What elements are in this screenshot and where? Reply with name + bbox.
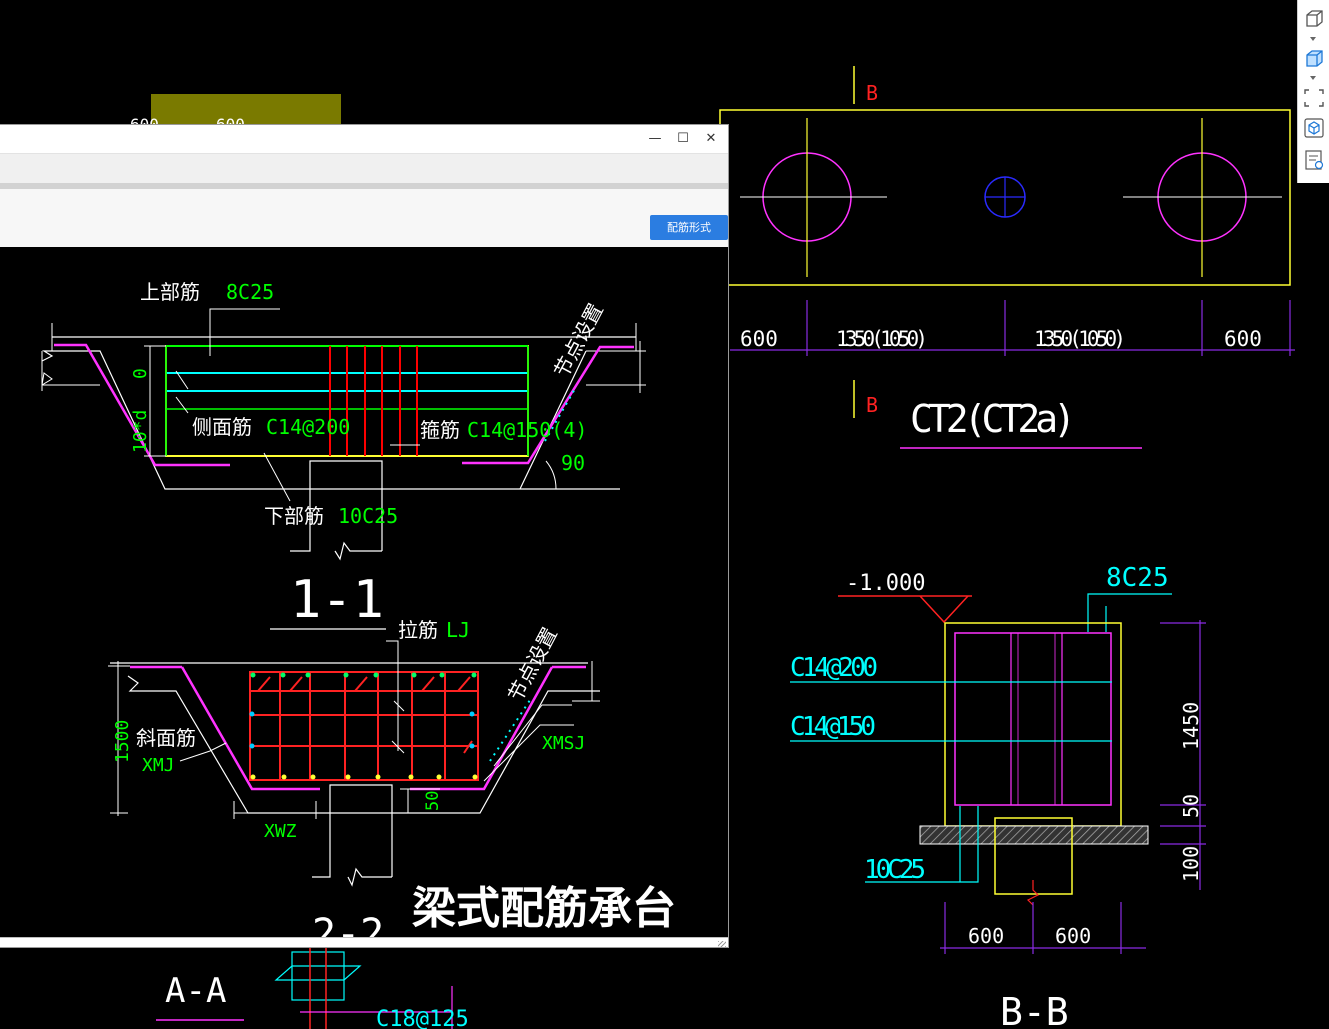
bb-title: B-B (1000, 990, 1069, 1029)
s11-angle: 90 (561, 451, 585, 475)
s22-tie-value: LJ (446, 618, 470, 642)
close-button[interactable]: ✕ (705, 131, 717, 146)
aa-title: A-A (165, 971, 226, 1011)
s11-top-bar-value: 8C25 (226, 280, 274, 304)
s11-bottom-bar-label: 下部筋 (264, 504, 324, 528)
3d-box-icon[interactable] (1302, 117, 1326, 139)
s22-xwz: XWZ (264, 821, 297, 842)
plan-b-mark-bottom: B (866, 393, 878, 417)
dialog-large-title: 梁式配筋承台 (412, 883, 676, 934)
s11-dim-10d: 10*d (130, 410, 151, 453)
cube-alt-dropdown-icon[interactable] (1310, 76, 1316, 80)
s11-side-bar-label: 侧面筋 (192, 415, 252, 439)
view-toolbar (1297, 0, 1329, 183)
s22-dim-50: 50 (423, 791, 443, 811)
plan-dim-3: 1350(1050) (1034, 327, 1126, 351)
bb-bottom-dim-2: 600 (1055, 924, 1091, 948)
s11-stirrup-label: 箍筋 (420, 418, 460, 442)
bb-bottom-bar: 10C25 (864, 855, 926, 885)
plan-dim-1: 600 (740, 327, 778, 351)
bb-elevation: -1.000 (846, 571, 925, 596)
cube-view-dropdown-icon[interactable] (1310, 37, 1316, 41)
fullscreen-icon[interactable] (1302, 87, 1326, 109)
bb-dim-100: 100 (1179, 846, 1203, 882)
s11-side-bar-value: C14@200 (266, 415, 350, 439)
section-bb: -1.000 8C25 C14@200 C14@150 10C25 1450 5… (790, 563, 1206, 1029)
bb-stirrup: C14@150 (790, 712, 876, 742)
cube-view-icon[interactable] (1302, 8, 1326, 30)
s22-section-label: 2-2 (312, 911, 384, 937)
bb-bottom-dim-1: 600 (968, 924, 1004, 948)
report-icon[interactable] (1302, 149, 1326, 171)
s22-slope-label: 斜面筋 (136, 726, 196, 750)
s11-top-bar-label: 上部筋 (140, 280, 200, 304)
bb-dim-50: 50 (1179, 794, 1203, 818)
s11-bottom-bar-value: 10C25 (338, 504, 398, 528)
minimize-button[interactable]: — (648, 131, 662, 146)
dialog-option-area (0, 189, 728, 247)
bb-dim-1450: 1450 (1179, 702, 1203, 750)
olive-highlight-block (151, 94, 341, 126)
s11-section-label: 1-1 (290, 570, 384, 630)
rebar-pattern-dialog: — ☐ ✕ 配筋形式 (0, 124, 729, 948)
plan-title: CT2(CT2a) (910, 397, 1076, 441)
plan-b-mark-top: B (866, 81, 878, 105)
bb-side-bar: C14@200 (790, 653, 878, 683)
cube-view-alt-icon[interactable] (1302, 48, 1326, 70)
dialog-drawing-canvas: 上部筋 8C25 侧面筋 C14@200 箍筋 C14@150(4) 下部筋 1… (41, 280, 676, 937)
rebar-form-button[interactable]: 配筋形式 (650, 215, 728, 240)
maximize-button[interactable]: ☐ (677, 131, 689, 146)
s22-tie-label: 拉筋 (398, 618, 438, 642)
s11-node-setting: 节点设置 (549, 299, 608, 381)
s22-xmsj: XMSJ (542, 733, 585, 754)
plan-dim-2: 1350(1050) (836, 327, 928, 351)
bb-top-bar: 8C25 (1106, 563, 1169, 593)
dialog-toolbar-band (0, 153, 728, 184)
resize-grip-icon[interactable] (718, 941, 726, 947)
dialog-titlebar[interactable]: — ☐ ✕ (0, 125, 728, 153)
s22-node-setting: 节点设置 (503, 623, 562, 705)
dialog-status-bar (0, 937, 728, 947)
s11-dim-zero: 0 (130, 368, 151, 379)
aa-rebar-label: C18@125 (376, 1007, 469, 1029)
dialog-separator (0, 183, 728, 189)
section-11-drawing: 上部筋 8C25 侧面筋 C14@200 箍筋 C14@150(4) 下部筋 1… (41, 280, 646, 630)
s11-stirrup-value: C14@150(4) (467, 418, 587, 442)
s22-dim-1500: 1500 (112, 720, 133, 763)
plan-dim-4: 600 (1224, 327, 1262, 351)
plan-view: B 600 1350(1050) 1350(1050) 600 B CT2(CT… (719, 66, 1295, 449)
aa-rebar-symbol (274, 946, 453, 1029)
section-22-drawing: 拉筋 LJ 斜面筋 XMJ XMSJ XWZ 1500 50 节点设置 2-2 … (108, 618, 676, 937)
s22-slope-value: XMJ (142, 755, 175, 776)
